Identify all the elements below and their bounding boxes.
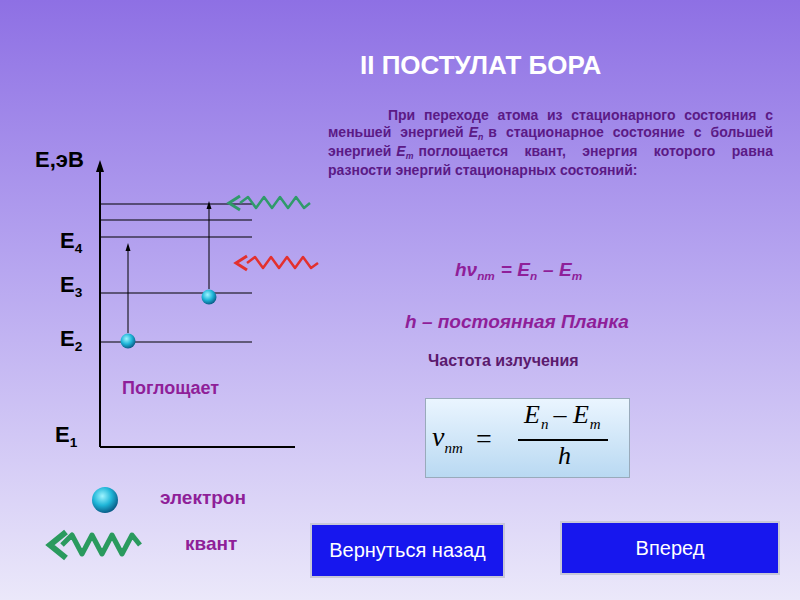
formula-part: E [524, 402, 540, 428]
label-group: E2 [60, 326, 82, 352]
subscript: n [478, 132, 483, 142]
electron [202, 290, 217, 305]
label-text: E [469, 124, 478, 140]
label-group: E3 [60, 272, 82, 298]
label-text: E [55, 422, 70, 447]
level-line [100, 446, 295, 448]
subscript: 1 [70, 435, 78, 450]
transition-arrowhead [126, 243, 131, 251]
legend-entry: квант [185, 533, 237, 555]
formula-part: n [541, 417, 549, 432]
quantum-wave [247, 257, 318, 268]
level-lines [100, 204, 252, 342]
label-text: = E [501, 259, 530, 280]
label-text: E [60, 228, 75, 253]
legend-text: электрон [160, 487, 246, 508]
label-group: hνnm = En – Em [455, 259, 582, 281]
quantum-sample-head [50, 532, 66, 558]
button-label: Вперед [636, 537, 705, 560]
subscript: 3 [75, 285, 83, 300]
transition-arrowhead [207, 201, 212, 209]
label-group: E1 [55, 422, 77, 448]
legend-text: квант [185, 533, 237, 554]
transition-arrow [128, 250, 129, 333]
label-group: E4 [60, 228, 82, 254]
legend-entry: электрон [160, 487, 246, 509]
formula-part: h [558, 443, 571, 469]
label-text: Частота излучения [428, 352, 579, 369]
button-label: Вернуться назад [329, 539, 486, 562]
energy-axis [99, 168, 101, 447]
electron-sample [92, 487, 118, 513]
label-text: поглощается квант, энергия которого равн… [328, 143, 773, 178]
quantum-arrowhead [236, 256, 247, 270]
quantum-arrowhead [229, 196, 240, 210]
label-text: E [60, 272, 75, 297]
fraction-bar [518, 439, 608, 441]
formula-part: m [590, 417, 601, 432]
quantum-sample [62, 535, 140, 554]
subscript: n [530, 269, 537, 282]
electron [121, 334, 136, 349]
label-text: – E [543, 259, 572, 280]
transition-arrow [209, 208, 210, 289]
label-group: h – постоянная Планка [405, 311, 629, 333]
label-group: Частота излучения [428, 352, 579, 370]
label-text: Поглощает [122, 378, 219, 398]
subscript: 4 [75, 241, 83, 256]
label-group: При переходе атома из стационарного сост… [328, 107, 773, 179]
formula-part: nm [444, 441, 462, 456]
label-text: E [60, 326, 75, 351]
formula-part: – E [553, 402, 588, 428]
label-text: hν [455, 259, 477, 280]
label-group: Поглощает [122, 378, 219, 399]
subscript: nm [477, 269, 495, 282]
label-group: E,эВ [35, 147, 84, 173]
slide-title: II ПОСТУЛАТ БОРА [360, 50, 601, 81]
back-button: Вернуться назад [310, 523, 505, 578]
quantum-wave [240, 197, 310, 208]
label-text: h – постоянная Планка [405, 311, 629, 332]
label-text: E [396, 143, 405, 159]
formula-part: = [476, 425, 492, 453]
subscript: 2 [75, 339, 83, 354]
formula-part: ν [432, 423, 444, 451]
subscript: m [572, 269, 582, 282]
label-text: E,эВ [35, 147, 84, 172]
axis-arrowhead [96, 160, 104, 172]
forward-button: Вперед [560, 521, 780, 575]
subscript: m [406, 151, 414, 161]
formula-box: νnm = En – Em h [425, 398, 630, 478]
